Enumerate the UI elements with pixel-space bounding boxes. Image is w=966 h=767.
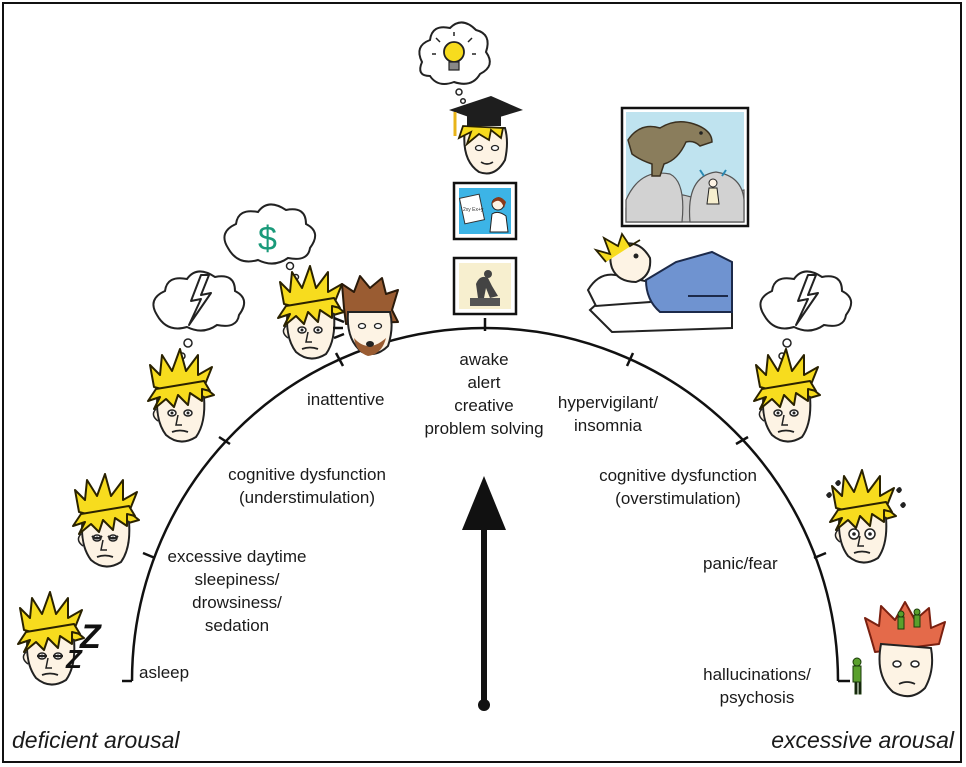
excessive-arousal-label: excessive arousal xyxy=(771,727,954,753)
state-label-hypervigilant: hypervigilant/ insomnia xyxy=(557,393,659,435)
snore-icon: Z xyxy=(65,644,83,674)
dinosaur-attack-icon xyxy=(620,106,750,228)
svg-text:2xy Ex+y: 2xy Ex+y xyxy=(463,207,484,213)
sleeping-face-icon xyxy=(17,591,85,686)
svg-text:Z: Z xyxy=(79,618,102,656)
state-label-excessive-daytime-sleepiness: excessive daytime sleepiness/ drowsiness… xyxy=(167,547,307,635)
hallucinated-figures-icon xyxy=(852,608,921,695)
storm-cloud-icon xyxy=(152,270,246,332)
state-label-hallucinations: hallucinations/ psychosis xyxy=(703,665,811,707)
state-label-cognitive-dysfunction-over: cognitive dysfunction (overstimulation) xyxy=(599,466,757,508)
idea-lightbulb-icon xyxy=(418,21,491,85)
state-label-asleep: asleep xyxy=(139,663,190,682)
state-label-inattentive: inattentive xyxy=(307,390,385,409)
deficient-arousal-label: deficient arousal xyxy=(12,727,180,753)
arc-ticks xyxy=(122,318,850,683)
storm-cloud-right-icon xyxy=(759,270,853,332)
drowsy-face-icon xyxy=(72,473,140,568)
anxious-face-icon xyxy=(829,469,897,564)
confused-face-right-icon xyxy=(753,348,821,443)
state-label-panic-fear: panic/fear xyxy=(703,554,778,573)
insomnia-bed-icon xyxy=(586,231,733,334)
sweat-drops-icon xyxy=(826,480,906,508)
daydreaming-face-icon xyxy=(277,265,345,360)
talking-man-icon xyxy=(341,275,399,356)
confused-face-left-icon xyxy=(147,348,215,443)
arousal-pointer-arrow xyxy=(462,476,506,711)
hallucinating-face-icon xyxy=(864,601,946,698)
thinker-statue-icon xyxy=(452,256,518,316)
money-thought-icon: $ xyxy=(223,203,317,265)
state-label-optimal-arousal: awake alert creative problem solving xyxy=(424,350,544,438)
graduate-face-icon xyxy=(449,96,523,175)
svg-text:$: $ xyxy=(258,220,277,258)
state-label-cognitive-dysfunction-under: cognitive dysfunction (understimulation) xyxy=(228,465,386,507)
presentation-screen-icon: 2xy Ex+y xyxy=(452,181,518,241)
